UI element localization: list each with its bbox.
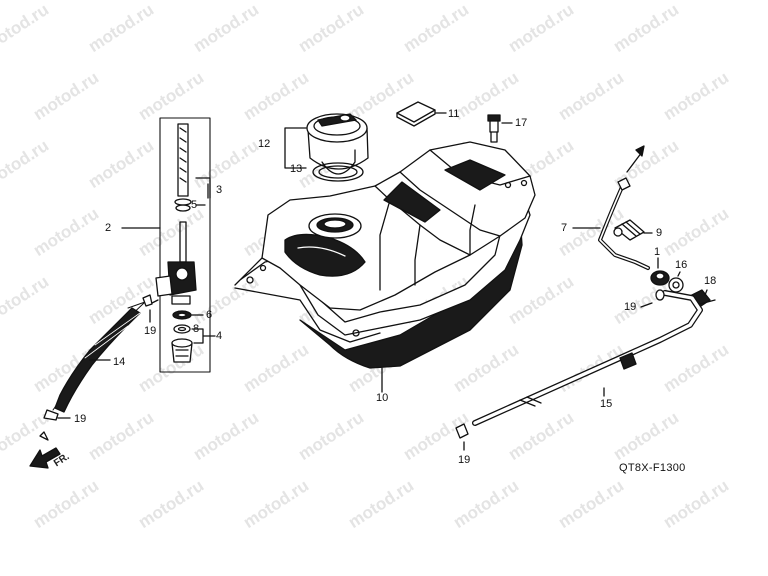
callout-19-cock: 19 <box>144 325 157 337</box>
clip-19-cock <box>142 294 153 323</box>
collar-9 <box>613 219 653 241</box>
callout-2: 2 <box>105 222 112 234</box>
fuel-hose-14 <box>43 301 146 421</box>
callout-15: 15 <box>600 398 613 410</box>
callout-19-lower: 19 <box>458 454 471 466</box>
callout-6: 6 <box>206 309 213 321</box>
grommet-1 <box>650 257 670 286</box>
callout-13: 13 <box>290 163 303 175</box>
callout-12: 12 <box>258 138 271 150</box>
callout-16: 16 <box>675 259 688 271</box>
fuel-tank <box>234 141 536 393</box>
clip-19-lower <box>455 423 469 451</box>
fuel-cap <box>284 113 369 182</box>
bolt-17 <box>487 114 513 143</box>
callout-5: 5 <box>191 199 198 211</box>
front-arrow <box>29 431 61 469</box>
callout-18: 18 <box>704 275 717 287</box>
callout-19-tube: 19 <box>624 301 637 313</box>
diagram-code: QT8X-F1300 <box>619 462 686 474</box>
drain-tube-15 <box>472 289 703 426</box>
callout-1: 1 <box>654 246 661 258</box>
callout-17: 17 <box>515 117 528 129</box>
callout-11: 11 <box>448 108 460 120</box>
callout-14: 14 <box>113 356 126 368</box>
callout-4: 4 <box>216 330 223 342</box>
callout-9: 9 <box>656 227 663 239</box>
callout-8: 8 <box>193 323 200 335</box>
callout-3: 3 <box>216 184 223 196</box>
callout-19-hose: 19 <box>74 413 87 425</box>
callout-10: 10 <box>376 392 389 404</box>
vent-pipe-7 <box>572 145 650 270</box>
pad <box>396 101 447 127</box>
callout-7: 7 <box>561 222 568 234</box>
fuel-cock-group <box>121 117 216 373</box>
washer-16 <box>668 271 684 293</box>
